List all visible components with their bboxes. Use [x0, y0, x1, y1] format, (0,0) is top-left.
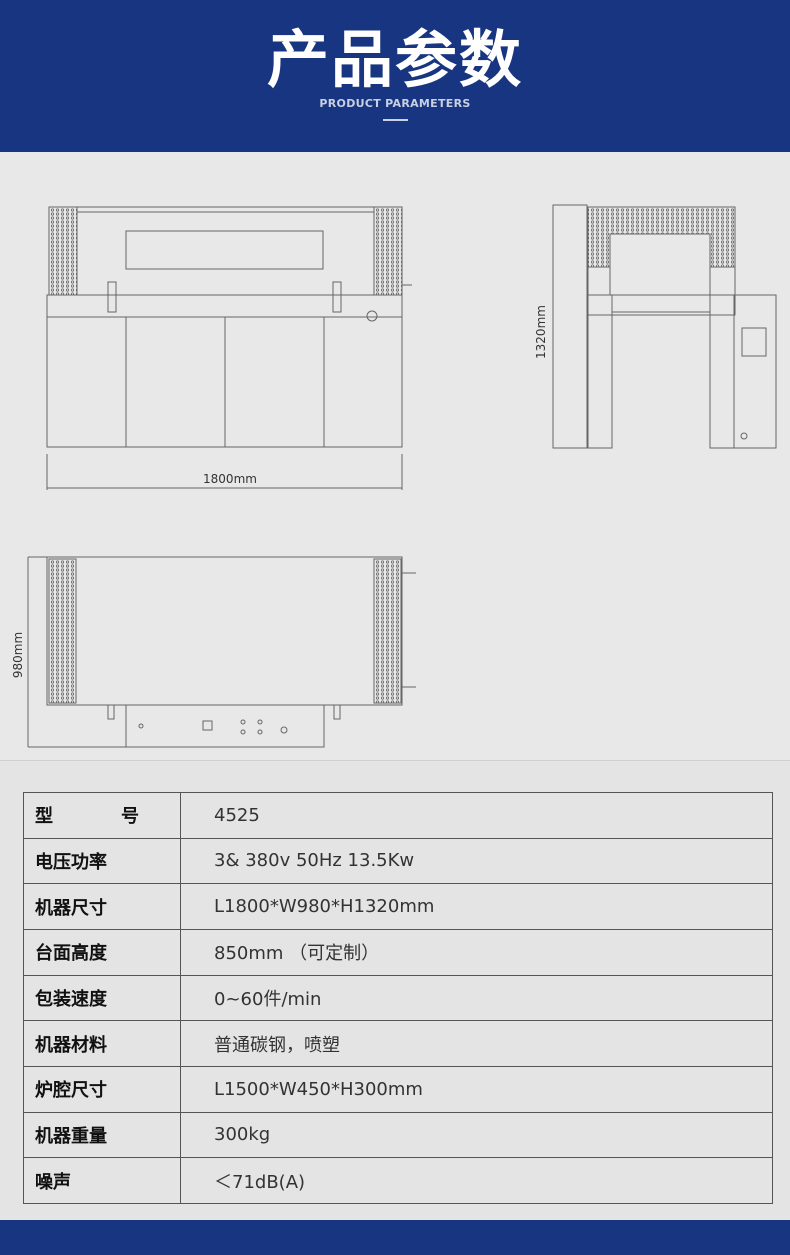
param-value: ＜71dB(A) — [180, 1157, 773, 1204]
param-value: L1800*W980*H1320mm — [180, 883, 773, 930]
table-row: 型 号 4525 — [23, 792, 773, 839]
param-value: 300kg — [180, 1111, 773, 1159]
param-value: 3& 380v 50Hz 13.5Kw — [180, 837, 773, 885]
technical-drawings: 1800mm 1320mm — [0, 152, 790, 760]
param-label: 噪声 — [23, 1157, 181, 1204]
footer-bar — [0, 1220, 790, 1255]
param-value: 850mm （可定制） — [180, 928, 773, 976]
page-subtitle: PRODUCT PARAMETERS — [319, 97, 471, 110]
drawings-svg: 1800mm 1320mm — [11, 204, 777, 748]
page-title: 产品参数 — [266, 23, 523, 96]
param-label: 包装速度 — [23, 974, 181, 1022]
side-view-drawing — [552, 204, 777, 449]
parameter-table: 型 号 4525 电压功率 3& 380v 50Hz 13.5Kw 机器尺寸 L… — [23, 792, 773, 1204]
table-row: 炉腔尺寸 L1500*W450*H300mm — [23, 1065, 773, 1113]
table-row: 电压功率 3& 380v 50Hz 13.5Kw — [23, 837, 773, 885]
param-label: 机器尺寸 — [23, 883, 181, 930]
param-label: 炉腔尺寸 — [23, 1065, 181, 1113]
table-row: 台面高度 850mm （可定制） — [23, 928, 773, 976]
table-row: 机器材料 普通碳钢，喷塑 — [23, 1020, 773, 1067]
param-value: L1500*W450*H300mm — [180, 1065, 773, 1113]
table-row: 包装速度 0~60件/min — [23, 974, 773, 1022]
header-banner: 产品参数 PRODUCT PARAMETERS — [0, 0, 790, 152]
table-row: 机器重量 300kg — [23, 1111, 773, 1159]
depth-dimension-label: 980mm — [11, 632, 25, 678]
param-label: 型 号 — [23, 792, 181, 839]
front-view-drawing — [46, 206, 412, 490]
param-label: 机器重量 — [23, 1111, 181, 1159]
height-dimension-label: 1320mm — [534, 305, 548, 359]
top-view-drawing — [27, 556, 416, 748]
param-value: 普通碳钢，喷塑 — [180, 1020, 773, 1067]
param-label: 机器材料 — [23, 1020, 181, 1067]
param-value: 4525 — [180, 792, 773, 839]
subtitle-underline — [383, 119, 408, 121]
param-value: 0~60件/min — [180, 974, 773, 1022]
section-divider — [0, 760, 790, 761]
width-dimension-label: 1800mm — [203, 472, 257, 486]
param-label: 台面高度 — [23, 928, 181, 976]
param-label: 电压功率 — [23, 837, 181, 885]
table-row: 机器尺寸 L1800*W980*H1320mm — [23, 883, 773, 930]
table-row: 噪声 ＜71dB(A) — [23, 1157, 773, 1204]
